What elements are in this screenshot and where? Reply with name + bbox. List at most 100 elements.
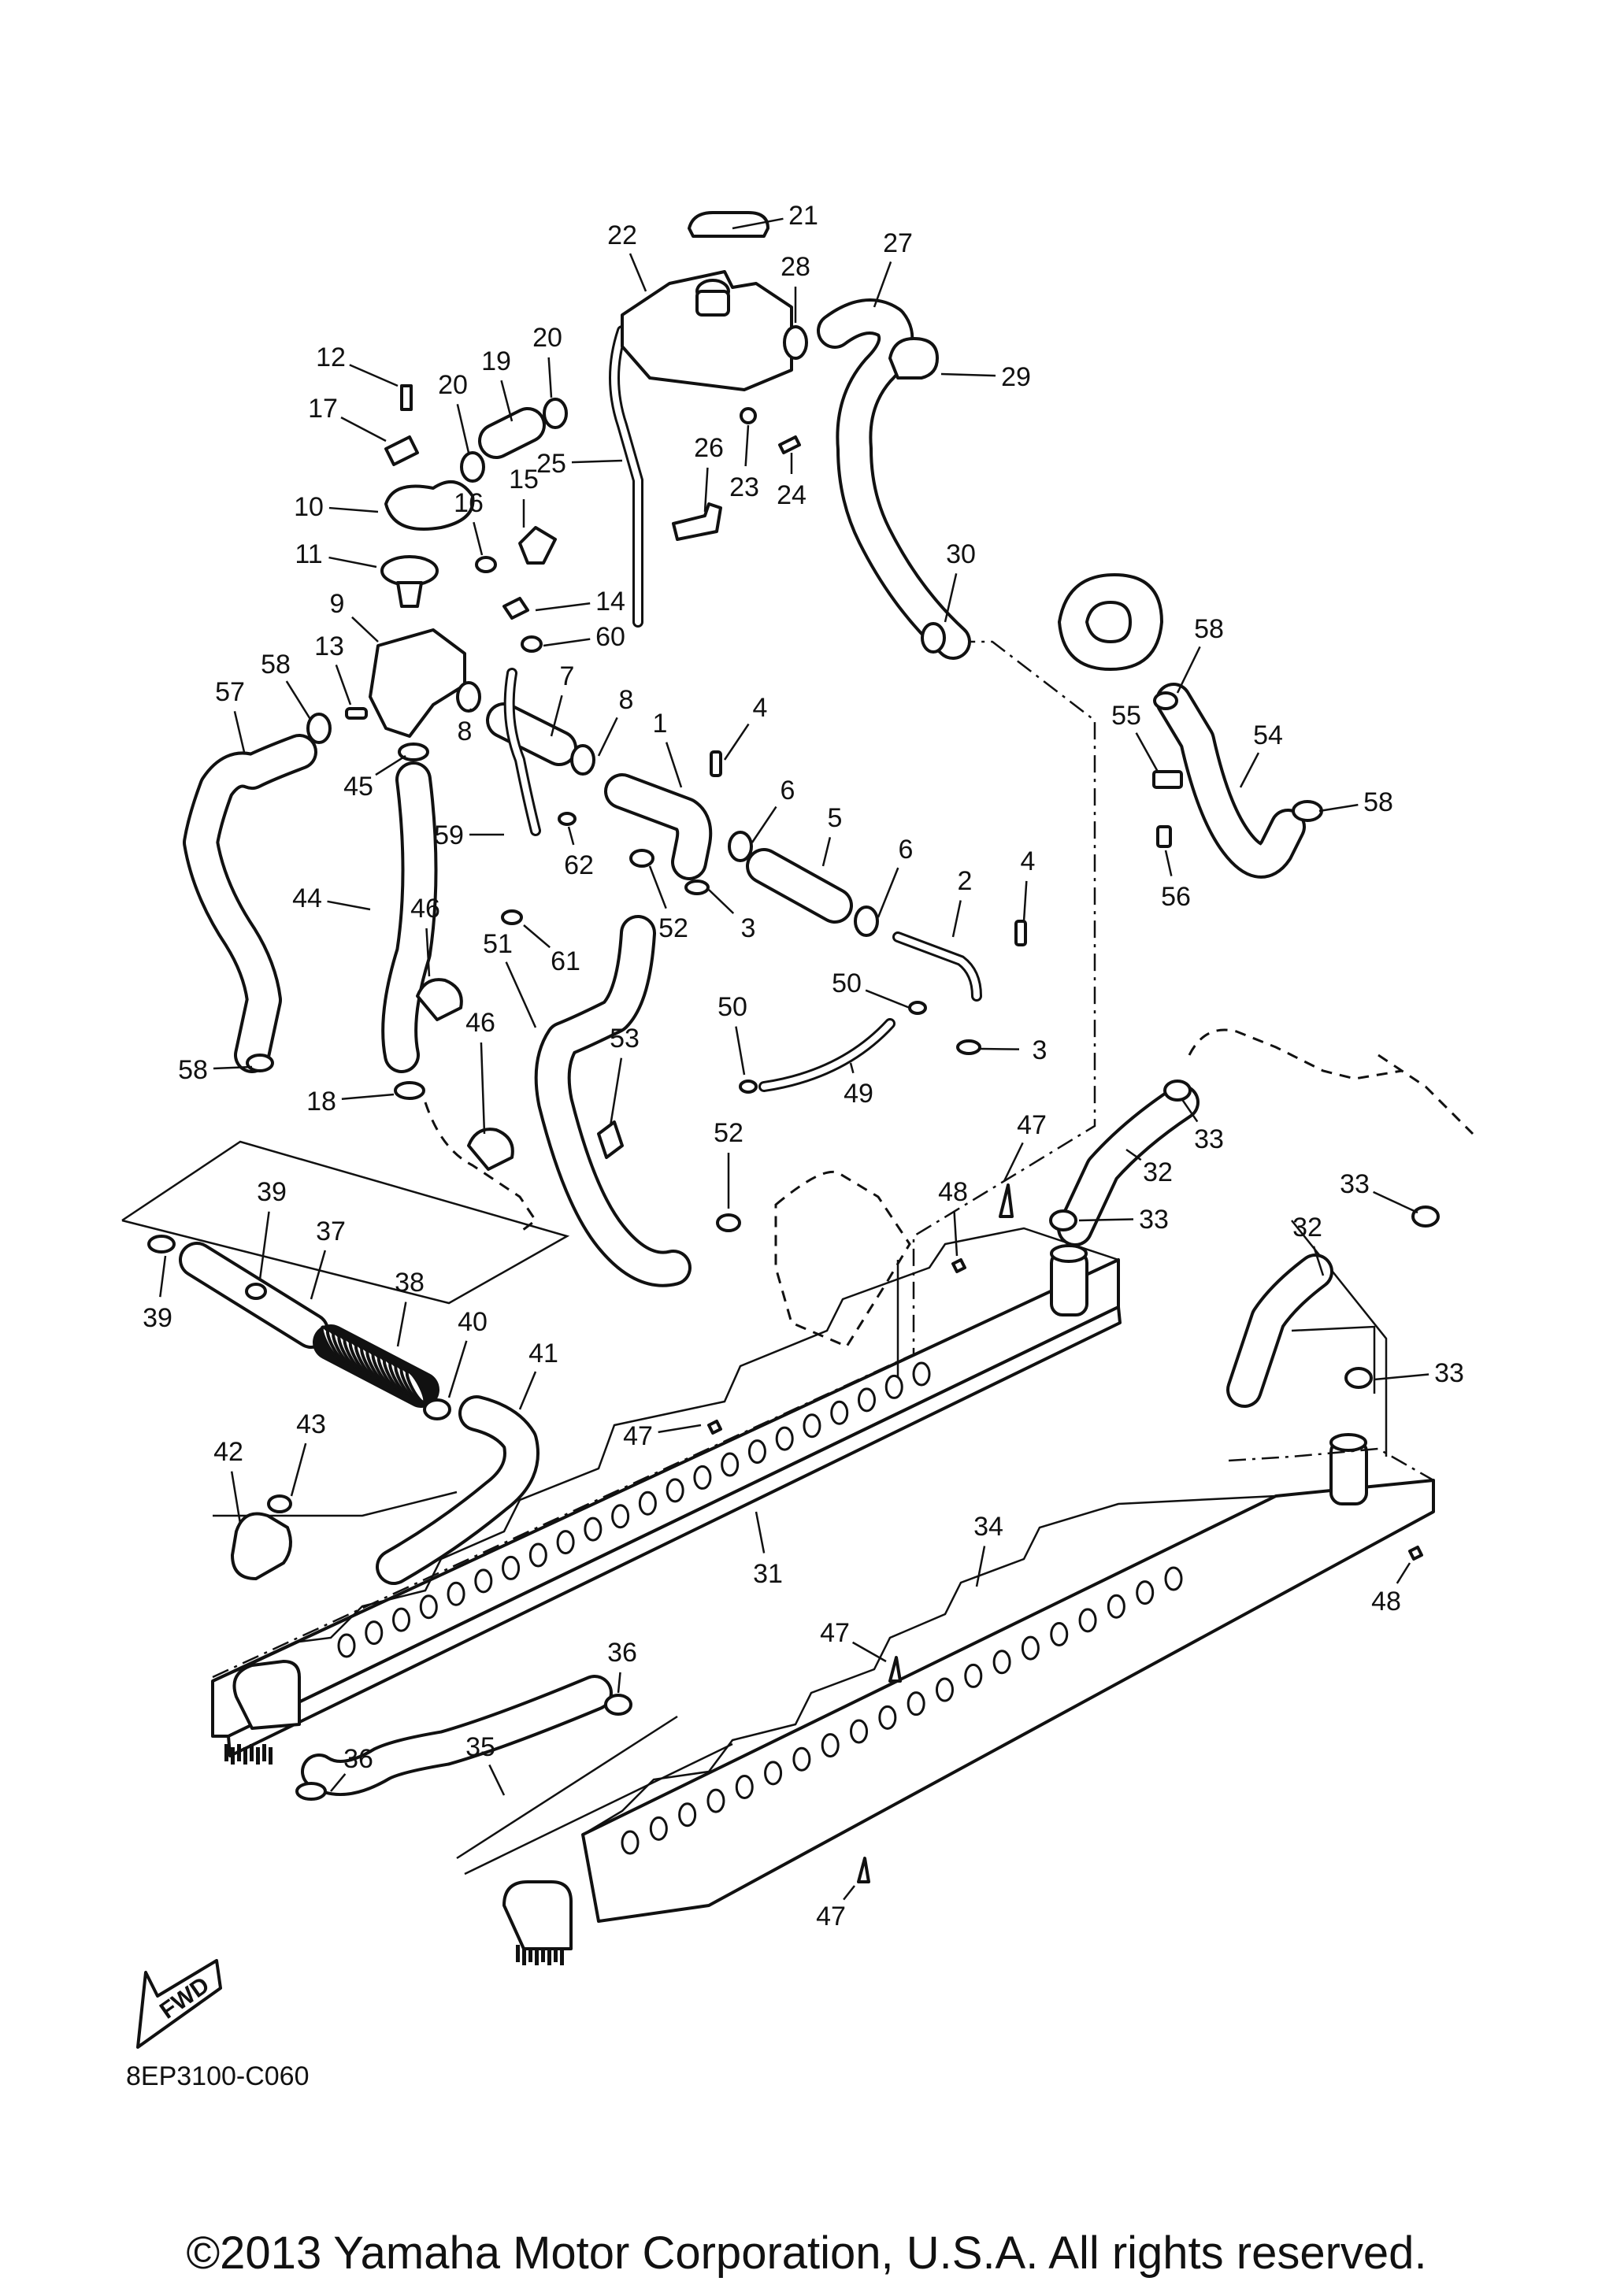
callout-33: 33	[1194, 1124, 1224, 1154]
diagram-code: 8EP3100-C060	[126, 2061, 310, 2091]
mounting-hole	[884, 1374, 903, 1399]
callout-35: 35	[465, 1732, 495, 1762]
mounting-hole	[419, 1594, 438, 1620]
callout-8: 8	[619, 685, 634, 715]
mounting-hole	[907, 1691, 925, 1716]
callout-53: 53	[610, 1024, 640, 1054]
cooling-fin	[535, 1948, 539, 1965]
mounting-hole	[857, 1387, 876, 1413]
mounting-hole	[721, 1452, 740, 1477]
mounting-hole	[935, 1677, 954, 1702]
leader-line	[1396, 1562, 1411, 1584]
mounting-hole	[337, 1633, 356, 1658]
leader-line	[330, 1773, 347, 1792]
callout-32: 32	[1143, 1157, 1173, 1187]
leader-line	[944, 573, 958, 623]
leader-line	[744, 424, 750, 467]
leader-line	[447, 1340, 468, 1398]
leader-line	[547, 357, 553, 398]
callout-33: 33	[1139, 1205, 1169, 1235]
callout-26: 26	[694, 433, 724, 463]
callout-22: 22	[607, 220, 637, 250]
callout-20: 20	[438, 370, 468, 400]
leader-line	[865, 989, 910, 1009]
callout-43: 43	[296, 1409, 326, 1439]
callout-18: 18	[306, 1087, 336, 1117]
mounting-hole	[621, 1830, 640, 1855]
leader-line	[1022, 880, 1028, 922]
callout-1: 1	[653, 709, 668, 739]
callout-45: 45	[343, 772, 373, 802]
heat-exchanger-right	[502, 1433, 1435, 1965]
leader-line	[658, 1424, 702, 1434]
mounting-hole	[1136, 1580, 1155, 1605]
leader-line	[258, 1211, 270, 1280]
leader-line	[1180, 1098, 1199, 1123]
leader-line	[877, 867, 899, 918]
leader-line	[456, 404, 470, 454]
callout-17: 17	[308, 394, 338, 424]
callout-25: 25	[536, 449, 566, 479]
leader-line	[1164, 850, 1173, 876]
callout-13: 13	[314, 631, 344, 661]
leader-line	[849, 1062, 855, 1074]
callout-5: 5	[828, 803, 843, 833]
cooling-fin	[528, 1945, 532, 1962]
leader-line	[1373, 1191, 1418, 1214]
fittings-and-clamps	[147, 211, 1440, 1883]
callout-27: 27	[883, 228, 913, 258]
callout-3: 3	[741, 913, 756, 943]
callout-numbers: 1233445667889101112131415161718192020212…	[143, 201, 1464, 1931]
callout-49: 49	[844, 1079, 873, 1109]
callout-14: 14	[595, 587, 625, 617]
mounting-hole	[365, 1620, 384, 1646]
callout-48: 48	[1371, 1587, 1401, 1616]
callout-37: 37	[316, 1217, 346, 1246]
leader-line	[1176, 646, 1201, 694]
mounting-hole	[850, 1719, 869, 1744]
leader-line	[617, 1672, 621, 1694]
leader-line	[951, 900, 962, 938]
cooling-fin	[560, 1948, 564, 1965]
cooling-fin	[541, 1945, 545, 1962]
callout-46: 46	[410, 894, 440, 924]
mounting-hole	[611, 1504, 630, 1529]
leader-line	[665, 742, 683, 788]
leader-line	[488, 1764, 506, 1796]
leader-line	[873, 261, 892, 308]
cooling-fin	[269, 1747, 273, 1765]
fwd-arrow-icon: FWD	[136, 1959, 222, 2049]
mounting-hole	[649, 1816, 668, 1841]
leader-line	[310, 1250, 327, 1300]
callout-19: 19	[481, 346, 511, 376]
callout-10: 10	[294, 492, 324, 522]
leader-line	[1318, 803, 1359, 813]
leader-line	[328, 556, 377, 568]
callout-31: 31	[753, 1559, 783, 1589]
callout-54: 54	[1253, 720, 1283, 750]
leader-line	[327, 900, 371, 911]
callout-36: 36	[343, 1744, 373, 1774]
callout-60: 60	[595, 622, 625, 652]
callout-39: 39	[257, 1177, 287, 1207]
mounting-hole	[830, 1400, 849, 1425]
callout-33: 33	[1340, 1169, 1370, 1199]
callout-51: 51	[483, 929, 513, 959]
leader-line	[375, 754, 406, 776]
callout-55: 55	[1111, 701, 1141, 731]
callout-50: 50	[718, 992, 747, 1022]
callout-42: 42	[213, 1437, 243, 1467]
leader-line	[341, 1093, 395, 1100]
callout-47: 47	[816, 1902, 846, 1931]
cooling-fin	[262, 1744, 266, 1761]
callout-52: 52	[658, 913, 688, 943]
callout-3: 3	[1033, 1035, 1048, 1065]
mounting-hole	[678, 1802, 697, 1828]
copyright-notice: ©2013 Yamaha Motor Corporation, U.S.A. A…	[186, 2227, 1427, 2279]
mounting-hole	[1050, 1622, 1069, 1647]
cooling-fin	[522, 1948, 526, 1965]
leader-line	[425, 928, 431, 977]
mounting-hole	[502, 1555, 521, 1580]
cooling-fin	[231, 1747, 235, 1765]
leader-line	[723, 723, 750, 761]
